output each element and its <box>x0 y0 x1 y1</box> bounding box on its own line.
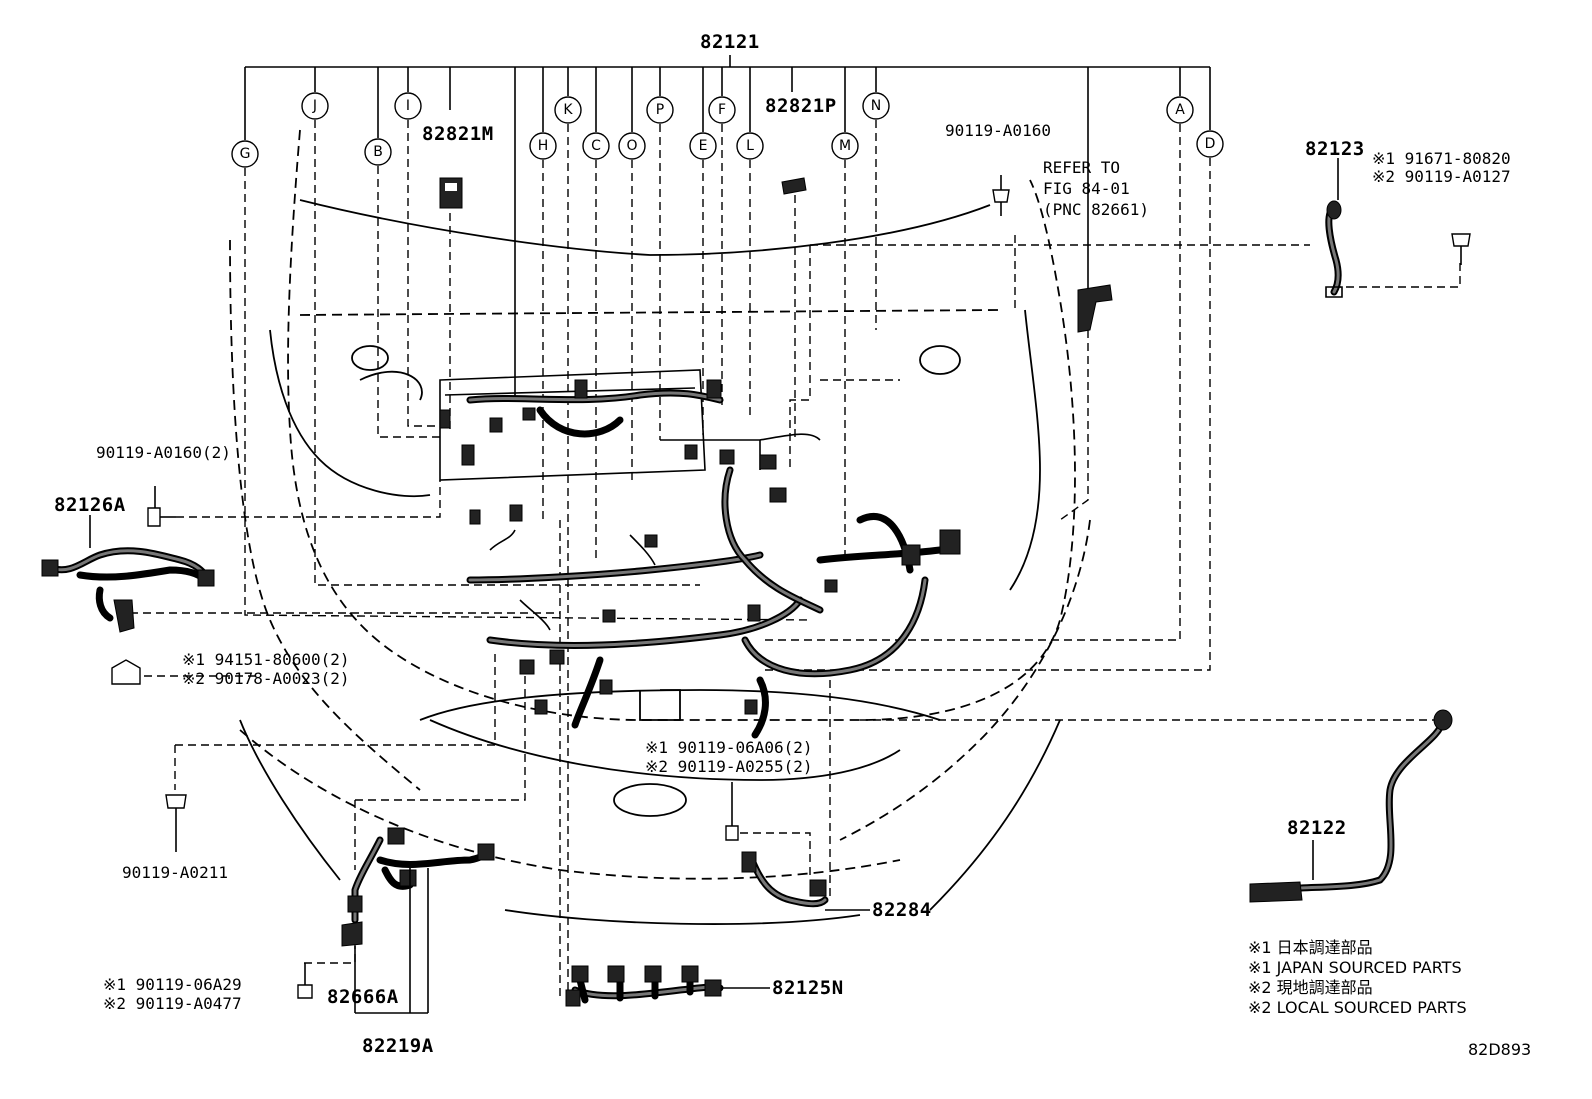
label-82219A: 82219A <box>362 1035 434 1057</box>
callout-m: M <box>839 138 851 154</box>
clip-icon <box>111 659 141 685</box>
callout-i: I <box>406 98 410 114</box>
callout-letters: G J B I H K C O P E F L M N A D <box>231 92 1224 168</box>
bolt-icon <box>1451 233 1471 265</box>
label-bolt-90119-A0211: 90119-A0211 <box>122 863 228 882</box>
callout-k: K <box>563 102 573 118</box>
bolt-icon <box>992 175 1010 216</box>
label-82121: 82121 <box>700 31 760 53</box>
part-82122-cable <box>1249 709 1453 903</box>
label-82123-alt-1: ※1 91671-80820 <box>1372 149 1511 168</box>
bolt-icon <box>147 486 176 527</box>
callout-o: O <box>626 138 637 154</box>
part-82284-cable <box>741 851 870 911</box>
callout-b: B <box>373 144 383 160</box>
part-82821P-clip <box>781 177 807 195</box>
label-82123: 82123 <box>1305 138 1365 160</box>
callout-a: A <box>1175 102 1185 118</box>
label-low-alt-2: ※2 90119-A0477 <box>103 994 242 1013</box>
label-bolt-90119-A0160: 90119-A0160 <box>945 121 1051 140</box>
label-82821P: 82821P <box>765 95 837 117</box>
legend-item: ※2 現地調達部品 <box>1248 978 1373 997</box>
part-82126A-harness <box>41 515 215 633</box>
bolt-icon <box>297 963 313 999</box>
part-82821M-clip <box>439 177 463 209</box>
callout-n: N <box>871 98 881 114</box>
label-82123-alt-2: ※2 90119-A0127 <box>1372 167 1511 186</box>
bolt-icon <box>165 794 187 852</box>
bolt-icon <box>725 782 739 841</box>
part-82125N-harness <box>565 965 770 1007</box>
label-82122: 82122 <box>1287 817 1347 839</box>
label-82666A: 82666A <box>327 986 399 1008</box>
figure-code: 82D893 <box>1468 1040 1531 1059</box>
label-82821M: 82821M <box>422 123 494 145</box>
label-clip-alt-2: ※2 90178-A0023(2) <box>182 669 350 688</box>
callout-e: E <box>699 138 708 154</box>
legend-item: ※1 日本調達部品 <box>1248 938 1373 957</box>
callout-h: H <box>538 138 549 154</box>
refer-line-2: FIG 84-01 <box>1043 179 1130 198</box>
part-labels: 82121 82821M 82821P 90119-A0160 REFER TO… <box>54 31 1511 1057</box>
legend-item: ※2 LOCAL SOURCED PARTS <box>1248 998 1467 1017</box>
callout-p: P <box>656 102 664 118</box>
callout-d: D <box>1205 136 1216 152</box>
callout-c: C <box>591 138 601 154</box>
label-clip-alt-1: ※1 94151-80600(2) <box>182 650 350 669</box>
label-mid-alt-2: ※2 90119-A0255(2) <box>645 757 813 776</box>
label-82284: 82284 <box>872 899 932 921</box>
callout-l: L <box>746 138 754 154</box>
refer-line-1: REFER TO <box>1043 158 1120 177</box>
label-82125N: 82125N <box>772 977 844 999</box>
part-82219A-harness <box>347 827 495 1014</box>
part-82121-bracket <box>244 55 1211 400</box>
legend: ※1 日本調達部品 ※1 JAPAN SOURCED PARTS ※2 現地調達… <box>1248 938 1467 1017</box>
callout-f: F <box>718 102 726 118</box>
part-82121-harness <box>439 379 961 739</box>
legend-item: ※1 JAPAN SOURCED PARTS <box>1248 958 1462 977</box>
part-82666A-bracket <box>341 921 363 1013</box>
callout-g: G <box>240 146 251 162</box>
callout-j: J <box>312 98 317 114</box>
label-bolt-90119-A0160-2: 90119-A0160(2) <box>96 443 231 462</box>
label-low-alt-1: ※1 90119-06A29 <box>103 975 242 994</box>
refer-line-3: (PNC 82661) <box>1043 200 1149 219</box>
part-82661-bracket <box>1077 284 1113 333</box>
label-82126A: 82126A <box>54 494 126 516</box>
label-mid-alt-1: ※1 90119-06A06(2) <box>645 738 813 757</box>
vehicle-body-outline <box>229 129 1091 925</box>
part-82123-cable <box>1325 158 1471 298</box>
